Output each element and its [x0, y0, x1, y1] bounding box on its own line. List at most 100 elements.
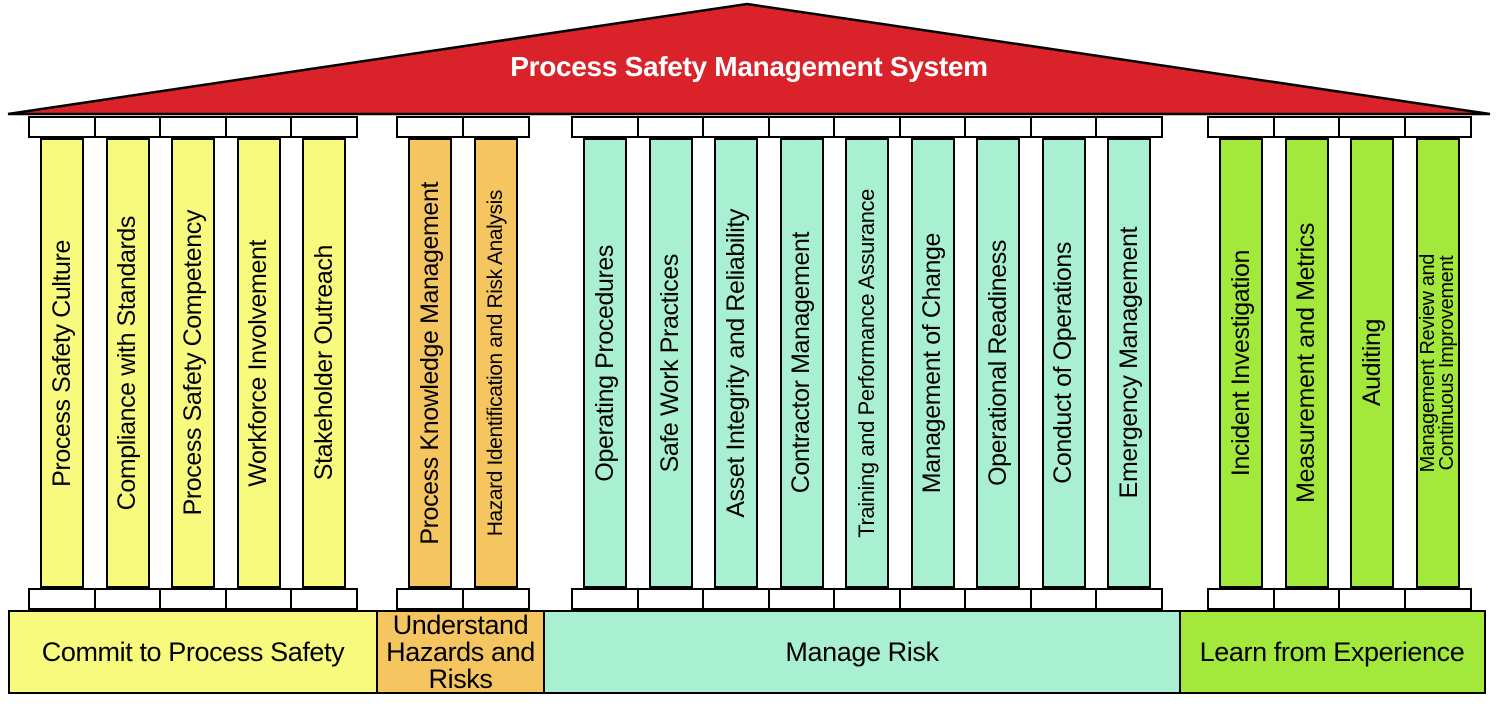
pillar-label: Conduct of Operations: [1049, 242, 1078, 484]
pillar-shaft: Conduct of Operations: [1041, 138, 1086, 588]
pillar-label: Safe Work Practices: [656, 253, 685, 473]
pillar-operational-readiness: Operational Readiness: [964, 116, 1032, 610]
pillar-label: Hazard Identification and Risk Analysis: [483, 189, 507, 537]
pillar-shaft: Training and Performance Assurance: [845, 138, 889, 588]
pillar-label: Stakeholder Outreach: [309, 245, 338, 481]
pillar-capital: [767, 116, 836, 138]
pillar-group-manage-risk: Operating Procedures Safe Work Practices…: [548, 116, 1186, 610]
pillar-group-commit: Process Safety Culture Compliance with S…: [8, 116, 378, 610]
pillar-base: [93, 588, 162, 610]
pillar-shaft: Auditing: [1350, 138, 1395, 588]
pillar-process-safety-culture: Process Safety Culture: [28, 116, 96, 610]
pillar-capital: [636, 116, 705, 138]
pillar-base: [1029, 588, 1098, 610]
pillar-shaft: Incident Investigation: [1219, 138, 1264, 588]
pillar-shaft: Operational Readiness: [976, 138, 1020, 588]
pillar-shaft: Operating Procedures: [583, 138, 627, 588]
pillar-base: [898, 588, 967, 610]
pillar-base: [224, 588, 293, 610]
pillar-capital: [1029, 116, 1098, 138]
pillar-label: Incident Investigation: [1226, 249, 1255, 477]
pillar-auditing: Auditing: [1338, 116, 1407, 610]
pillar-base: [767, 588, 836, 610]
pillar-label: Management of Change: [918, 232, 947, 494]
pillar-process-safety-competency: Process Safety Competency: [159, 116, 227, 610]
pillar-label: Process Safety Culture: [47, 239, 76, 487]
pillar-label: Contractor Management: [787, 232, 816, 494]
pillar-emergency-management: Emergency Management: [1095, 116, 1163, 610]
pillar-process-knowledge-management: Process Knowledge Management: [396, 116, 465, 610]
pillar-base: [1403, 588, 1472, 610]
pillar-shaft: Workforce Involvement: [236, 138, 281, 588]
foundation-commit-to-process-safety: Commit to Process Safety: [8, 610, 378, 694]
pillar-capital: [1095, 116, 1163, 138]
pillar-base: [571, 588, 639, 610]
pillar-label: Process Knowledge Management: [415, 181, 444, 545]
foundation-learn-from-experience: Learn from Experience: [1178, 610, 1486, 694]
pillar-label: Training and Performance Assurance: [854, 188, 880, 538]
pillar-base: [636, 588, 705, 610]
pillar-capital: [702, 116, 770, 138]
pillar-shaft: Process Safety Competency: [171, 138, 215, 588]
pillar-shaft: Stakeholder Outreach: [302, 138, 346, 588]
pillar-management-review-and-continuous-improvement: Management Review and Continuous Improve…: [1403, 116, 1472, 610]
pillar-label: Asset Integrity and Reliability: [721, 208, 750, 518]
pillar-capital: [1272, 116, 1341, 138]
pillar-capital: [396, 116, 465, 138]
pillar-asset-integrity-and-reliability: Asset Integrity and Reliability: [702, 116, 770, 610]
pillar-shaft: Process Safety Culture: [40, 138, 84, 588]
pillar-contractor-management: Contractor Management: [767, 116, 836, 610]
pillar-shaft: Compliance with Standards: [105, 138, 150, 588]
pillar-capital: [224, 116, 293, 138]
pillar-base: [396, 588, 465, 610]
pillar-base: [159, 588, 227, 610]
pillar-safe-work-practices: Safe Work Practices: [636, 116, 705, 610]
pillar-shaft: Management Review and Continuous Improve…: [1415, 138, 1460, 588]
pillar-capital: [28, 116, 96, 138]
pillar-row: Process Safety Culture Compliance with S…: [8, 116, 378, 610]
pillar-label: Process Safety Competency: [178, 210, 207, 516]
pillar-row: Incident Investigation Measurement and M…: [1186, 116, 1493, 610]
pillar-stakeholder-outreach: Stakeholder Outreach: [290, 116, 358, 610]
diagram-title: Process Safety Management System: [510, 51, 988, 82]
pillar-measurement-and-metrics: Measurement and Metrics: [1272, 116, 1341, 610]
pillar-base: [1338, 588, 1407, 610]
foundation-row: Commit to Process Safety Understand Haza…: [8, 610, 1486, 694]
pillar-base: [702, 588, 770, 610]
pillar-shaft: Process Knowledge Management: [408, 138, 453, 588]
roof-triangle: [7, 2, 1491, 116]
pillar-capital: [898, 116, 967, 138]
pillar-workforce-involvement: Workforce Involvement: [224, 116, 293, 610]
pillar-shaft: Safe Work Practices: [648, 138, 693, 588]
pillar-base: [833, 588, 901, 610]
pillar-training-and-performance-assurance: Training and Performance Assurance: [833, 116, 901, 610]
pillar-management-of-change: Management of Change: [898, 116, 967, 610]
pillar-base: [1095, 588, 1163, 610]
pillar-label: Auditing: [1357, 319, 1386, 407]
roof-shape: [7, 2, 1491, 116]
pillar-capital: [290, 116, 358, 138]
pillar-shaft: Hazard Identification and Risk Analysis: [473, 138, 518, 588]
pillar-shaft: Asset Integrity and Reliability: [714, 138, 758, 588]
pillar-capital: [461, 116, 530, 138]
pillar-capital: [1338, 116, 1407, 138]
pillar-incident-investigation: Incident Investigation: [1207, 116, 1276, 610]
pillar-hazard-identification-and-risk-analysis: Hazard Identification and Risk Analysis: [461, 116, 530, 610]
pillar-shaft: Measurement and Metrics: [1284, 138, 1329, 588]
pillar-capital: [159, 116, 227, 138]
pillar-label: Workforce Involvement: [244, 239, 273, 487]
pillar-base: [28, 588, 96, 610]
pillar-conduct-of-operations: Conduct of Operations: [1029, 116, 1098, 610]
pillar-shaft: Contractor Management: [779, 138, 824, 588]
pillar-row: Process Knowledge Management Hazard Iden…: [378, 116, 548, 610]
pillar-base: [290, 588, 358, 610]
pillar-label: Operating Procedures: [590, 244, 619, 482]
pillar-operating-procedures: Operating Procedures: [571, 116, 639, 610]
pillar-row: Operating Procedures Safe Work Practices…: [548, 116, 1186, 610]
pillar-capital: [1403, 116, 1472, 138]
pillar-group-understand: Process Knowledge Management Hazard Iden…: [378, 116, 548, 610]
pillar-capital: [964, 116, 1032, 138]
pillar-capital: [833, 116, 901, 138]
pillar-capital: [93, 116, 162, 138]
pillar-shaft: Emergency Management: [1107, 138, 1151, 588]
